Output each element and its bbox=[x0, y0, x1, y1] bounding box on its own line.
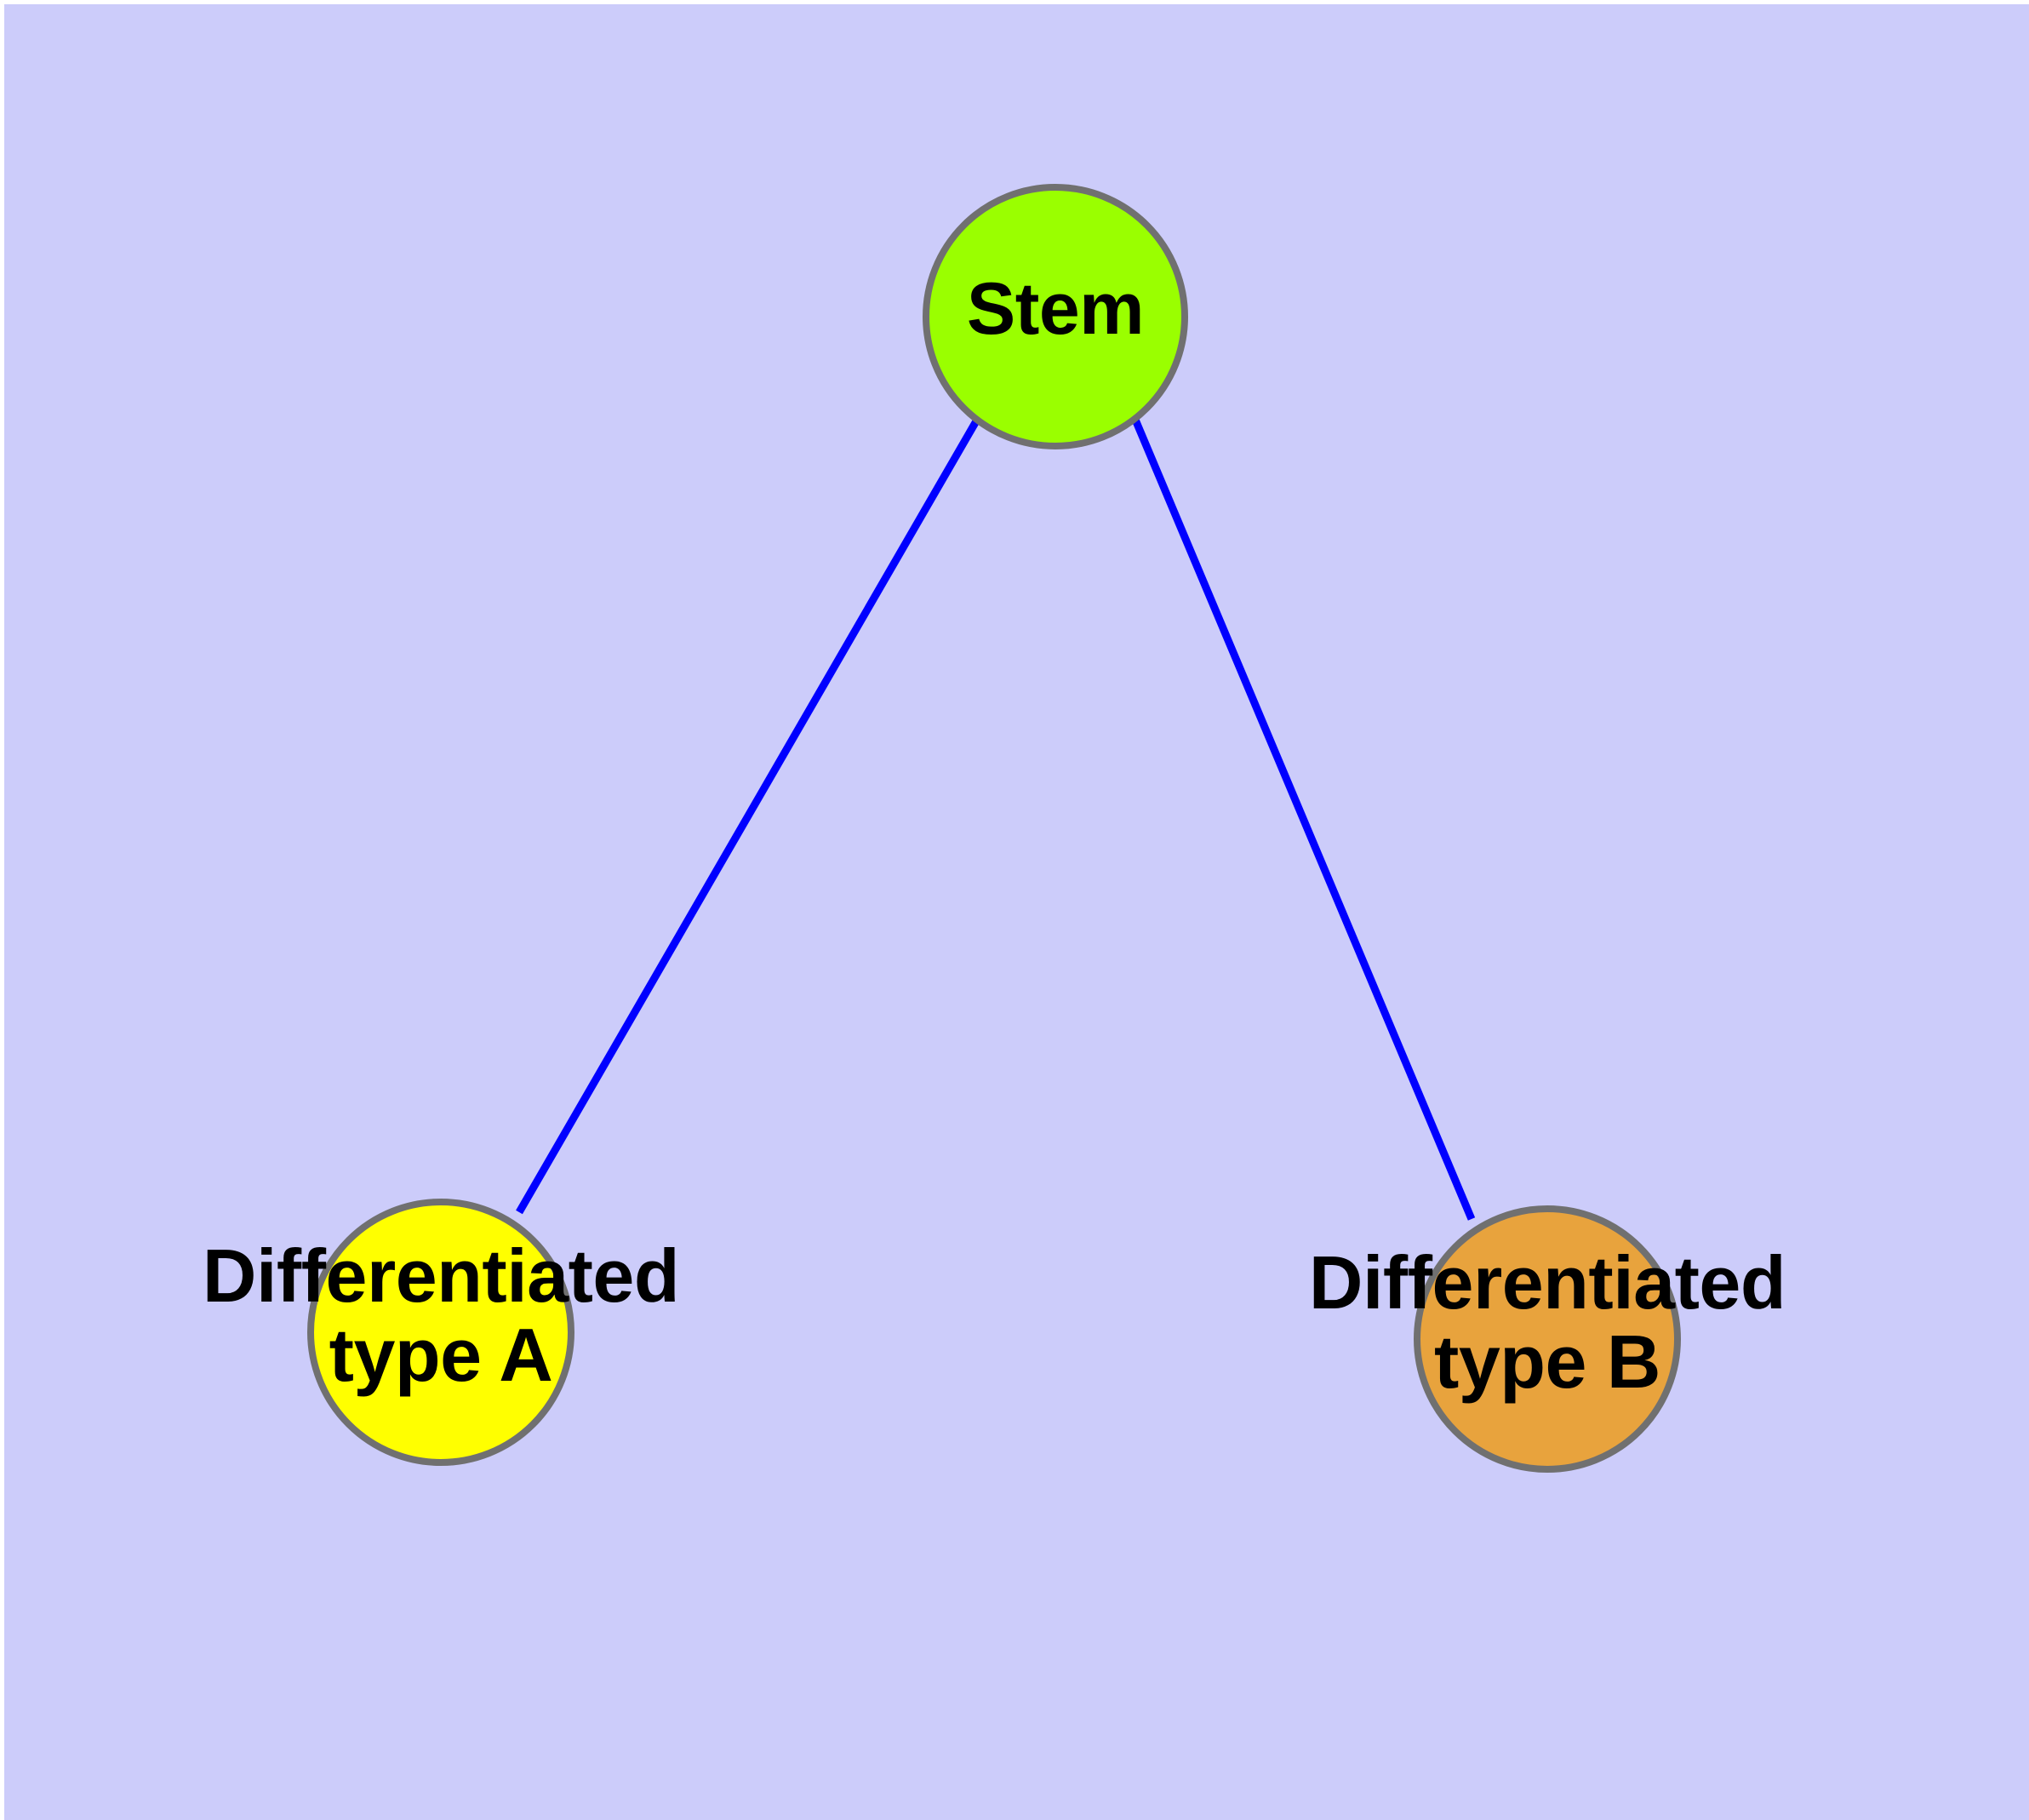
node-differentiated-type-a[interactable] bbox=[307, 1199, 574, 1466]
edge-stem-to-diff-a bbox=[516, 417, 980, 1215]
edge-stem-to-diff-b bbox=[1131, 418, 1476, 1221]
edge-layer bbox=[516, 417, 1476, 1221]
node-differentiated-type-b[interactable] bbox=[1414, 1205, 1681, 1473]
node-layer bbox=[307, 184, 1681, 1473]
node-stem[interactable] bbox=[923, 184, 1188, 449]
